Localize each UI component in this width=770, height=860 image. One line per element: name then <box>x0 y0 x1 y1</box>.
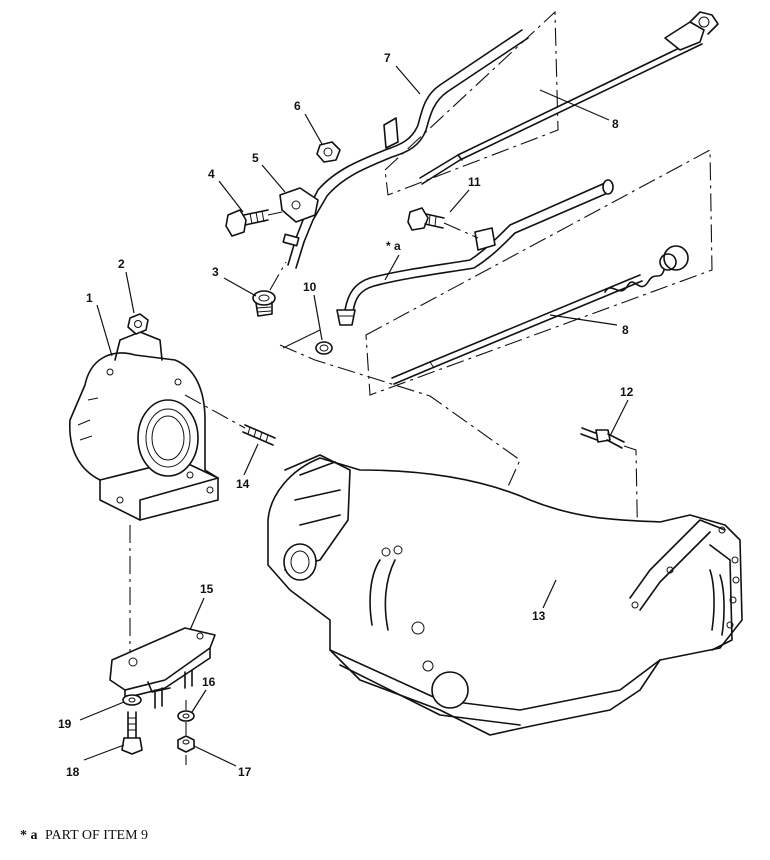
footnote: * a PART OF ITEM 9 <box>20 828 148 844</box>
callout-11: 11 <box>468 175 481 189</box>
nut-item-2 <box>127 313 149 335</box>
callout-5: 5 <box>252 151 259 165</box>
callout-a: * a <box>386 239 401 253</box>
transmission-case <box>267 454 743 736</box>
callout-8-upper: 8 <box>612 117 619 131</box>
callout-19: 19 <box>58 717 72 731</box>
stud-item-14 <box>184 394 276 446</box>
lower-dipstick-tube <box>315 179 614 355</box>
bolt-item-18 <box>121 711 143 755</box>
callout-18: 18 <box>66 765 80 779</box>
callout-15: 15 <box>200 582 214 596</box>
upper-dipstick-tube <box>279 29 529 269</box>
footnote-text: PART OF ITEM 9 <box>45 828 149 843</box>
callout-3: 3 <box>212 265 219 279</box>
fitting-item-3 <box>252 261 287 317</box>
nut-item-6 <box>316 141 341 163</box>
callout-1: 1 <box>86 291 93 305</box>
callout-17: 17 <box>238 765 252 779</box>
stud-item-12 <box>580 427 681 581</box>
callout-7: 7 <box>384 51 391 65</box>
bolt-item-4 <box>225 209 283 237</box>
footnote-marker: * a <box>20 828 38 843</box>
extension-housing-item-1 <box>69 331 219 521</box>
leader-lines <box>79 65 629 767</box>
callout-13: 13 <box>532 609 546 623</box>
washer-item-16 <box>177 700 195 722</box>
bolt-item-11 <box>407 207 479 239</box>
callout-6: 6 <box>294 99 301 113</box>
upper-cable-box <box>384 10 719 196</box>
callout-labels: 1 2 3 4 5 6 7 8 8 10 11 12 13 14 15 16 1… <box>58 51 634 779</box>
callout-16: 16 <box>202 675 216 689</box>
washer-item-19 <box>122 694 142 706</box>
lower-cable-box <box>365 149 713 396</box>
callout-2: 2 <box>118 257 125 271</box>
callout-14: 14 <box>236 477 250 491</box>
callout-10: 10 <box>303 280 317 294</box>
callout-8-lower: 8 <box>622 323 629 337</box>
callout-12: 12 <box>620 385 634 399</box>
nut-item-17 <box>177 722 195 765</box>
callout-4: 4 <box>208 167 215 181</box>
